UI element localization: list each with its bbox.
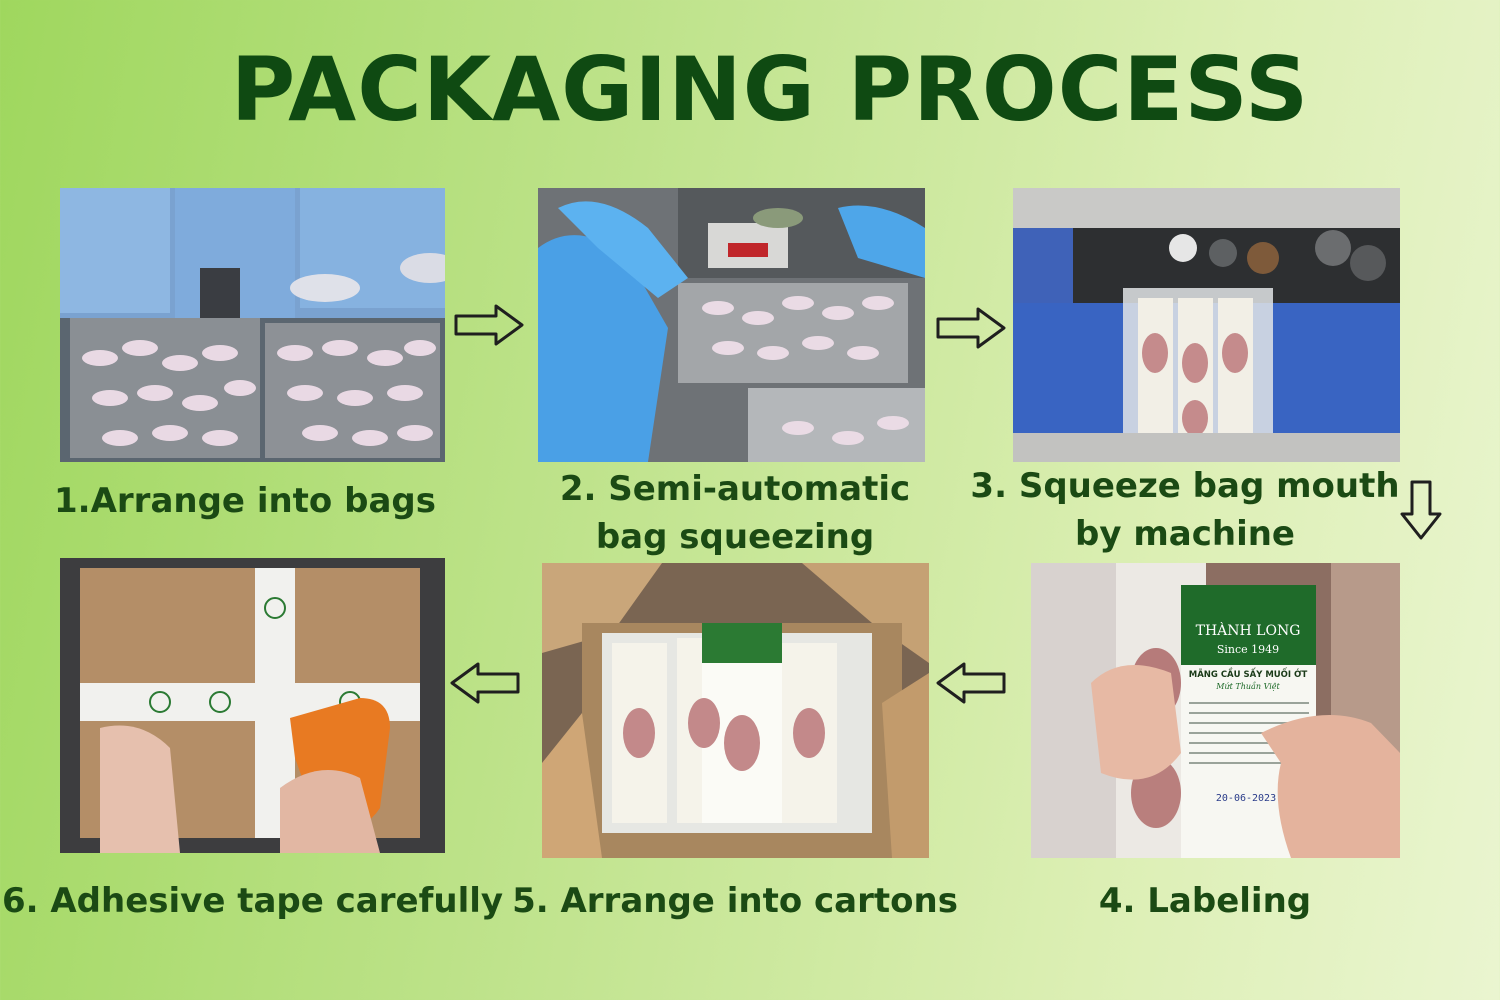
arrow-left-icon <box>448 660 522 706</box>
label-since: Since 1949 <box>1217 643 1279 656</box>
page-title: PACKAGING PROCESS <box>230 38 1310 141</box>
step-5-caption: 5. Arrange into cartons <box>512 881 958 921</box>
step-6-photo <box>60 558 445 853</box>
arrow-down-icon <box>1398 478 1444 542</box>
step-2-caption: 2. Semi-automatic bag squeezing <box>520 465 950 561</box>
arrow-left-icon <box>934 660 1008 706</box>
step-2-caption-line2: bag squeezing <box>595 517 875 557</box>
step-3-photo <box>1013 188 1400 462</box>
step-3-caption-line2: by machine <box>1075 514 1295 554</box>
step-5-photo <box>542 563 929 858</box>
step-2-photo <box>538 188 925 462</box>
label-brand: THÀNH LONG <box>1196 621 1301 639</box>
label-product: MÃNG CẦU SẤY MUỐI ỚT <box>1189 667 1308 680</box>
step-1-caption: 1.Arrange into bags <box>54 481 436 521</box>
arrow-right-icon <box>452 302 526 348</box>
label-subtitle: Mứt Thuần Việt <box>1215 682 1280 691</box>
step-3-caption-line1: 3. Squeeze bag mouth <box>970 466 1400 506</box>
label-date: 20-06-2023 <box>1216 793 1276 804</box>
arrow-right-icon <box>934 305 1008 351</box>
step-3-caption: 3. Squeeze bag mouth by machine <box>970 462 1400 558</box>
step-4-caption: 4. Labeling <box>1098 881 1312 921</box>
step-6-caption: 6. Adhesive tape carefully <box>1 881 504 921</box>
step-1-photo <box>60 188 445 462</box>
step-4-photo: THÀNH LONG Since 1949 MÃNG CẦU SẤY MUỐI … <box>1031 563 1400 858</box>
step-2-caption-line1: 2. Semi-automatic <box>559 469 911 509</box>
